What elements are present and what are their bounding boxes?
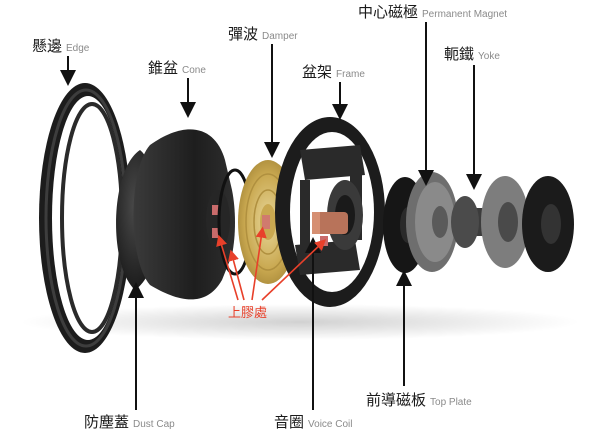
label-voice-coil-zh: 音圈 — [274, 413, 305, 431]
label-glue-points: 上膠處 — [228, 306, 268, 321]
edge-part — [39, 83, 131, 353]
glue-arrow-1 — [216, 234, 239, 301]
yoke-part — [451, 176, 574, 272]
label-edge-en: Edge — [66, 43, 90, 54]
label-dust-cap-zh: 防塵蓋 — [84, 413, 130, 431]
label-damper-zh: 彈波 — [228, 25, 259, 43]
label-magnet-en: Permanent Magnet — [422, 9, 508, 20]
glue-arrow-4 — [261, 239, 327, 301]
label-yoke-zh: 軛鐵 — [444, 45, 475, 63]
label-frame-en: Frame — [336, 69, 365, 80]
label-voice-coil-en: Voice Coil — [308, 419, 353, 430]
label-magnet-zh: 中心磁極 — [358, 3, 419, 21]
label-top-plate-zh: 前導磁板 — [366, 391, 427, 409]
label-top-plate-en: Top Plate — [430, 397, 472, 408]
label-damper-en: Damper — [262, 31, 298, 42]
label-cone-en: Cone — [182, 65, 206, 76]
label-yoke-en: Yoke — [478, 51, 500, 62]
label-dust-cap-en: Dust Cap — [133, 419, 175, 430]
label-cone-zh: 錐盆 — [148, 59, 179, 77]
permanent-magnet-part — [406, 172, 458, 272]
glue-arrow-2 — [228, 249, 245, 301]
label-edge-zh: 懸邊 — [32, 37, 63, 55]
floor-shadow — [20, 304, 580, 340]
glue-arrow-3 — [251, 226, 267, 301]
label-frame-zh: 盆架 — [302, 63, 333, 81]
